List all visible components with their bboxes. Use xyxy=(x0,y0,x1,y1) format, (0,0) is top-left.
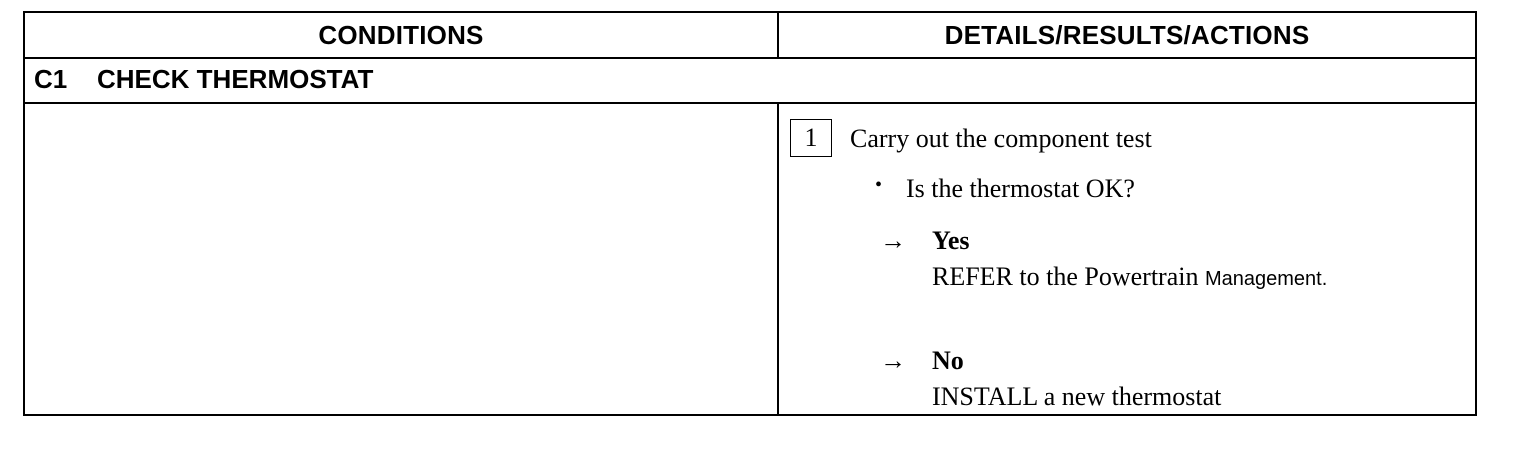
step-question: Is the thermostat OK? xyxy=(906,174,1135,203)
answer-no-action: INSTALL a new thermostat xyxy=(932,382,1222,411)
answer-yes-label: Yes xyxy=(932,226,970,255)
header-conditions: CONDITIONS xyxy=(318,20,484,50)
section-code: C1 xyxy=(34,64,68,94)
diagnostic-table: CONDITIONS DETAILS/RESULTS/ACTIONS C1 CH… xyxy=(23,11,1477,416)
answer-yes-action-main: REFER to the Powertrain xyxy=(932,262,1199,291)
step-number-box: 1 xyxy=(790,119,832,157)
answer-yes-action-tail: Management. xyxy=(1204,268,1328,290)
step-row: 1 Carry out the component test • Is the … xyxy=(25,104,1475,414)
header-details-results-actions: DETAILS/RESULTS/ACTIONS xyxy=(944,20,1310,50)
column-divider-header xyxy=(777,13,779,59)
answer-yes-action: REFER to the Powertrain Management. xyxy=(932,262,1327,292)
section-title: CHECK THERMOSTAT xyxy=(97,64,374,94)
column-divider-body xyxy=(777,104,779,414)
table-header-row: CONDITIONS DETAILS/RESULTS/ACTIONS xyxy=(25,13,1475,59)
step-instruction: Carry out the component test xyxy=(850,124,1152,153)
bullet-icon: • xyxy=(875,174,883,196)
answer-no-label: No xyxy=(932,346,964,375)
section-row: C1 CHECK THERMOSTAT xyxy=(25,59,1475,104)
arrow-right-icon: → xyxy=(880,346,906,375)
arrow-right-icon: → xyxy=(880,226,906,255)
